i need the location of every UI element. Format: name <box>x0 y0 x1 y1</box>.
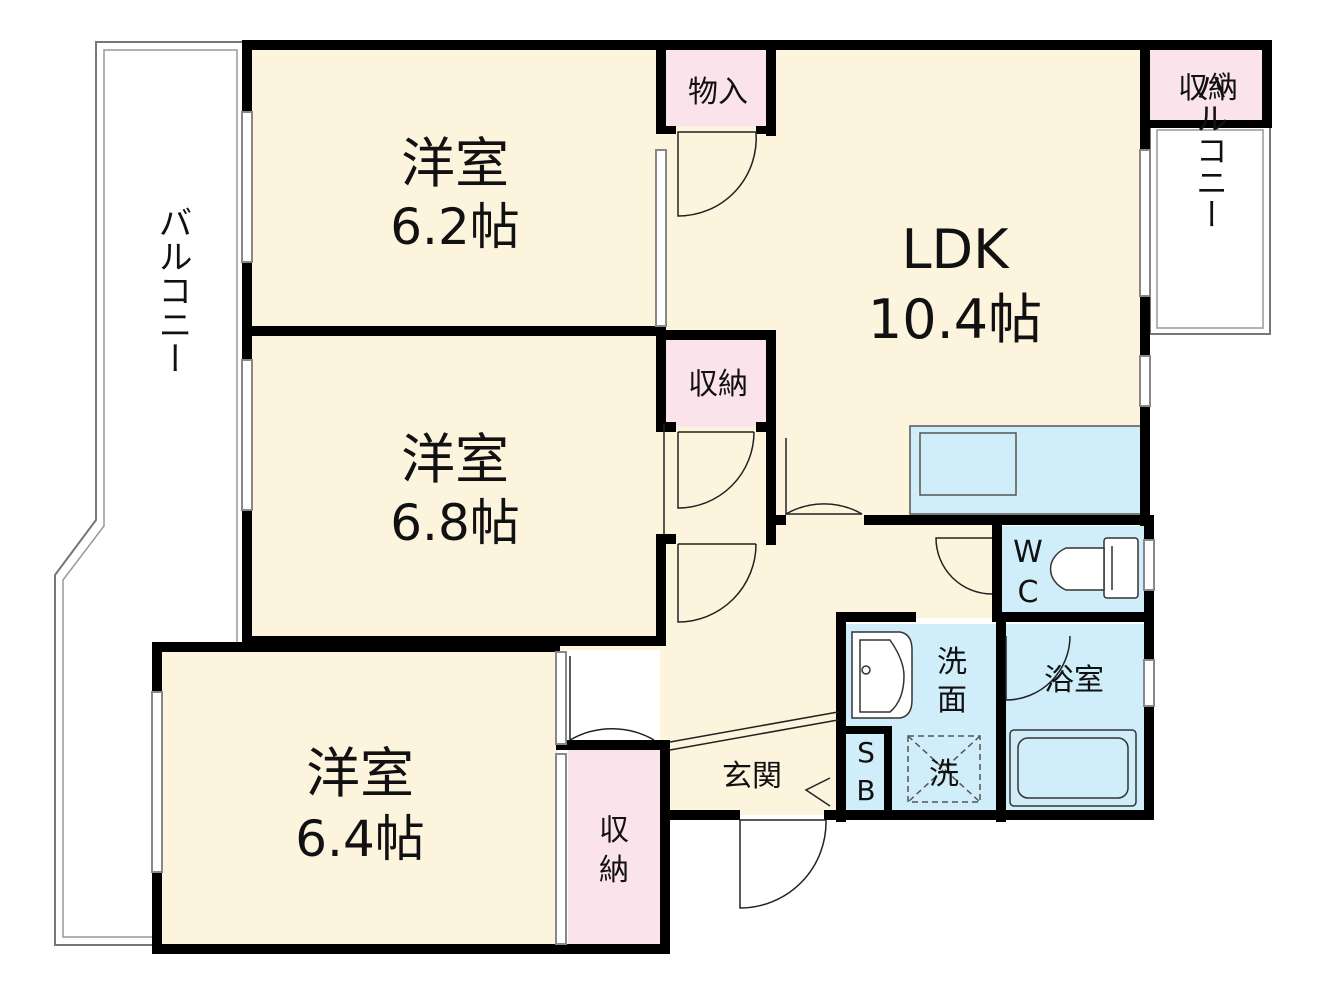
labels: 洋室 6.2帖 洋室 6.8帖 洋室 6.4帖 LDK 10.4帖 物入 収納 … <box>152 70 1238 888</box>
ldk-size: 10.4帖 <box>868 288 1042 351</box>
storage-bottom-label-1: 収 <box>599 813 629 848</box>
room-western-1-name: 洋室 <box>401 132 509 195</box>
balcony-left-label: バルコニー <box>152 205 192 375</box>
balcony-right-label: バルコニー <box>1191 70 1229 230</box>
room-western-1-size: 6.2帖 <box>390 198 520 256</box>
bath-label: 浴室 <box>1044 663 1104 698</box>
storage-monoire <box>666 50 770 126</box>
sb-label-2: B <box>856 774 875 807</box>
wc-label-1: W <box>1013 535 1043 570</box>
kitchen-counter <box>909 425 1143 515</box>
entrance-label: 玄関 <box>722 759 782 794</box>
balcony-right <box>1149 125 1271 335</box>
sb-label-1: S <box>857 736 875 769</box>
room-western-3-floor <box>158 650 558 950</box>
storage-mid <box>666 339 770 427</box>
laundry-pan-icon <box>907 735 981 803</box>
storage-bottom <box>568 750 662 946</box>
washroom-label-2: 面 <box>937 683 967 718</box>
ldk-name: LDK <box>901 218 1010 281</box>
bathtub-icon <box>1009 729 1137 807</box>
windows <box>151 111 1155 945</box>
storage-bottom-label-2: 納 <box>599 853 629 888</box>
washbasin-icon <box>851 631 913 719</box>
wc-label-2: C <box>1018 575 1039 610</box>
room-western-3-size: 6.4帖 <box>295 810 425 868</box>
doors <box>569 131 1071 909</box>
toilet-icon <box>1049 537 1139 599</box>
room-western-2-size: 6.8帖 <box>390 494 520 552</box>
storage-top-right-label: 収納 <box>1178 71 1238 106</box>
hallway-floor <box>558 524 995 745</box>
room-western-2-name: 洋室 <box>401 428 509 491</box>
room-western-1-floor <box>248 46 660 328</box>
laundry-label: 洗 <box>929 757 959 792</box>
storage-mid-label: 収納 <box>688 367 748 402</box>
storage-monoire-label: 物入 <box>688 75 748 110</box>
room-western-2-floor <box>248 335 660 640</box>
sink-icon <box>919 432 1017 496</box>
storage-top-right <box>1150 48 1266 124</box>
room-western-3-name: 洋室 <box>306 742 414 805</box>
washroom-label-1: 洗 <box>937 645 967 680</box>
